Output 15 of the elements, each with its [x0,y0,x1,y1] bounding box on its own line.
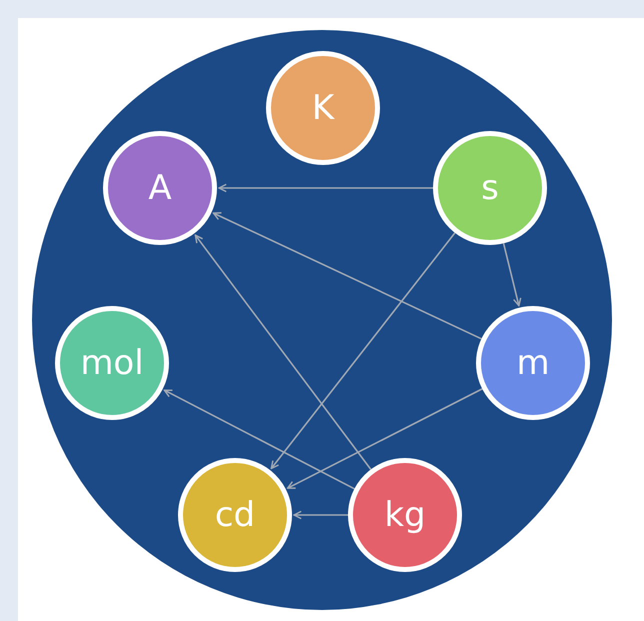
unit-symbol: kg [384,495,426,535]
arrow [218,184,433,192]
unit-symbol: s [481,168,499,208]
arrow [194,234,372,470]
arrow [502,243,522,306]
arrow [270,232,456,470]
unit-symbol: mol [80,343,144,383]
arrow [286,388,483,489]
unit-symbol: A [148,168,172,208]
unit-symbol: K [312,88,334,128]
unit-symbol: cd [214,495,256,535]
arrow [164,389,355,490]
arrow [212,212,482,340]
arrow [293,510,348,520]
unit-symbol: m [516,343,550,383]
